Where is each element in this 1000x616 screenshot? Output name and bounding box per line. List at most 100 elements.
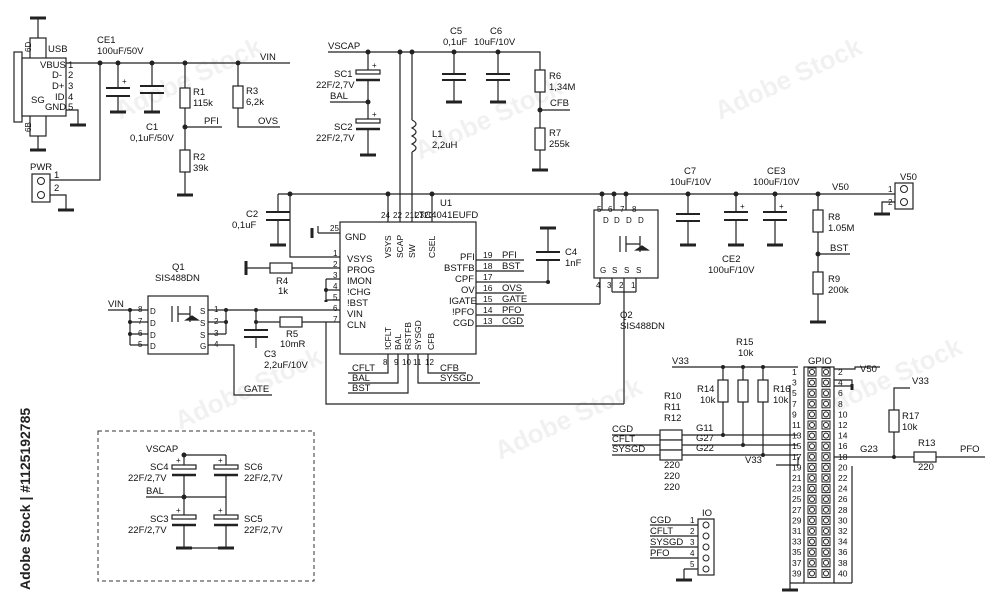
r4-resistor: R4 1k — [244, 261, 296, 297]
r8-ref: R8 — [828, 212, 840, 223]
svg-text:S: S — [636, 266, 641, 275]
gpio-pin-number: 40 — [838, 568, 848, 578]
u1-pin-1: 1 — [333, 249, 338, 258]
gpio-pin-hole — [809, 390, 815, 397]
r17-ref: R17 — [902, 411, 919, 422]
gpio-pin-hole — [809, 485, 815, 492]
gpio-pin-hole — [809, 379, 815, 386]
r3-value: 6,2k — [246, 97, 264, 108]
u1-pin-cln: CLN — [347, 320, 366, 331]
u1-pin-pfo: !PFO — [452, 307, 474, 318]
gpio-pin-number: 27 — [792, 505, 802, 515]
c3-value: 2,2uF/10V — [264, 360, 308, 371]
gpio-pin-hole — [823, 422, 829, 428]
gpio-pin-hole — [823, 443, 829, 450]
sc2-value: 22F/2,7V — [316, 133, 355, 144]
net-vin-q1: VIN — [108, 299, 124, 310]
gpio-pin-hole — [823, 570, 829, 577]
gpio-pin-number: 13 — [792, 431, 802, 441]
svg-text:7: 7 — [620, 205, 625, 214]
output-caps: C7 10uF/10V + CE2 100uF/10V + CE3 100uF/… — [670, 166, 800, 276]
v50-conn-pin1: 1 — [888, 185, 893, 194]
u1-pin-22: 22 — [393, 211, 402, 220]
u1-ref: U1 — [440, 198, 452, 209]
net-cflt-u1: CFLT — [352, 363, 375, 374]
u1-pin-bst: !BST — [347, 298, 368, 309]
u1-pin-19: 19 — [483, 250, 493, 260]
r7-value: 255k — [549, 139, 570, 150]
series-resistors: R10 R11 R12 CGD CFLT SYSGD G11 G27 G22 V… — [612, 391, 799, 493]
ce2-ref: CE2 — [722, 254, 740, 265]
svg-text:S: S — [612, 266, 617, 275]
u1-pin-bstfb: BSTFB — [444, 263, 475, 274]
r10-value: 220 — [664, 460, 680, 471]
gpio-pin-number: 6 — [838, 388, 843, 398]
gpio-pin-number: 35 — [792, 547, 802, 557]
gpio-pin-hole — [809, 369, 815, 375]
u1-pin-23: 23 — [415, 211, 424, 220]
svg-text:+: + — [740, 202, 745, 211]
svg-text:+: + — [176, 506, 181, 515]
r17-value: 10k — [902, 422, 918, 433]
pwr-connector: PWR 1 2 — [30, 63, 101, 212]
net-g27: G27 — [696, 433, 714, 444]
u1-pin-24: 24 — [381, 211, 390, 220]
svg-text:G: G — [200, 342, 206, 351]
net-ovs-left: OVS — [258, 116, 278, 127]
c2-value: 0,1uF — [232, 220, 256, 231]
gpio-pin-hole — [823, 538, 829, 545]
gpio-pin-hole — [809, 443, 815, 450]
svg-text:4: 4 — [596, 281, 601, 290]
gpio-pin-hole — [809, 559, 815, 566]
svg-text:S: S — [200, 331, 205, 340]
svg-text:3: 3 — [607, 281, 612, 290]
gpio-pin-hole — [823, 485, 829, 492]
r4-value: 1k — [278, 286, 288, 297]
gpio-pin-hole — [809, 475, 815, 481]
net-v50-rail: V50 — [832, 182, 849, 193]
usb-ref: USB — [48, 44, 68, 55]
c4-capacitor: C4 1nF — [536, 226, 582, 284]
gpio-pin-number: 19 — [792, 462, 802, 472]
svg-text:5: 5 — [597, 205, 602, 214]
u1-pin-gnd: GND — [345, 232, 366, 243]
r3-ref: R3 — [246, 86, 258, 97]
pwr-pin2: 2 — [54, 183, 59, 194]
r13-value: 220 — [918, 462, 934, 473]
usb-num-4: 4 — [68, 92, 73, 103]
gpio-pin-hole — [809, 422, 815, 428]
svg-text:D: D — [150, 331, 156, 340]
q2-ref: Q2 — [620, 310, 633, 321]
u1-pin-cgd: CGD — [453, 318, 474, 329]
usb-num-1: 1 — [68, 60, 73, 71]
r4-ref: R4 — [276, 276, 288, 287]
c6-ref: C6 — [490, 26, 502, 37]
r14-ref: R14 — [697, 384, 714, 395]
usb-pin-dp: D+ — [52, 81, 65, 92]
io-num-3: 3 — [690, 538, 695, 547]
io-label-1: CGD — [650, 515, 671, 526]
gpio-pin-hole — [823, 496, 829, 503]
u1-pin-rstfb: RSTFB — [403, 322, 413, 350]
io-label-2: CFLT — [650, 526, 673, 537]
u1-pin-igate: IGATE — [449, 296, 477, 307]
gpio-pin-hole — [823, 369, 829, 375]
net-v33-pullup: V33 — [672, 356, 689, 367]
u1-pin-14: 14 — [483, 305, 493, 315]
r11-ref: R11 — [664, 402, 681, 413]
c1-ref: C1 — [146, 122, 158, 133]
u1-pin-imon: IMON — [347, 276, 372, 287]
r12-ref: R12 — [664, 413, 681, 424]
net-gate-q1: GATE — [244, 384, 269, 395]
svg-text:S: S — [200, 307, 205, 316]
c2-capacitor: C2 0,1uF — [232, 194, 290, 247]
svg-text:D: D — [614, 216, 620, 225]
u1-pin-vsys: VSYS — [347, 254, 372, 265]
gpio-pin-hole — [823, 549, 829, 556]
u1-pin-25: 25 — [330, 224, 339, 233]
ce2-value: 100uF/10V — [708, 265, 755, 276]
net-v50-gpio: V50 — [860, 364, 877, 375]
ce3-ref: CE3 — [767, 166, 785, 177]
r1-r2-divider: PFI R1 115k R2 39k — [177, 63, 222, 197]
